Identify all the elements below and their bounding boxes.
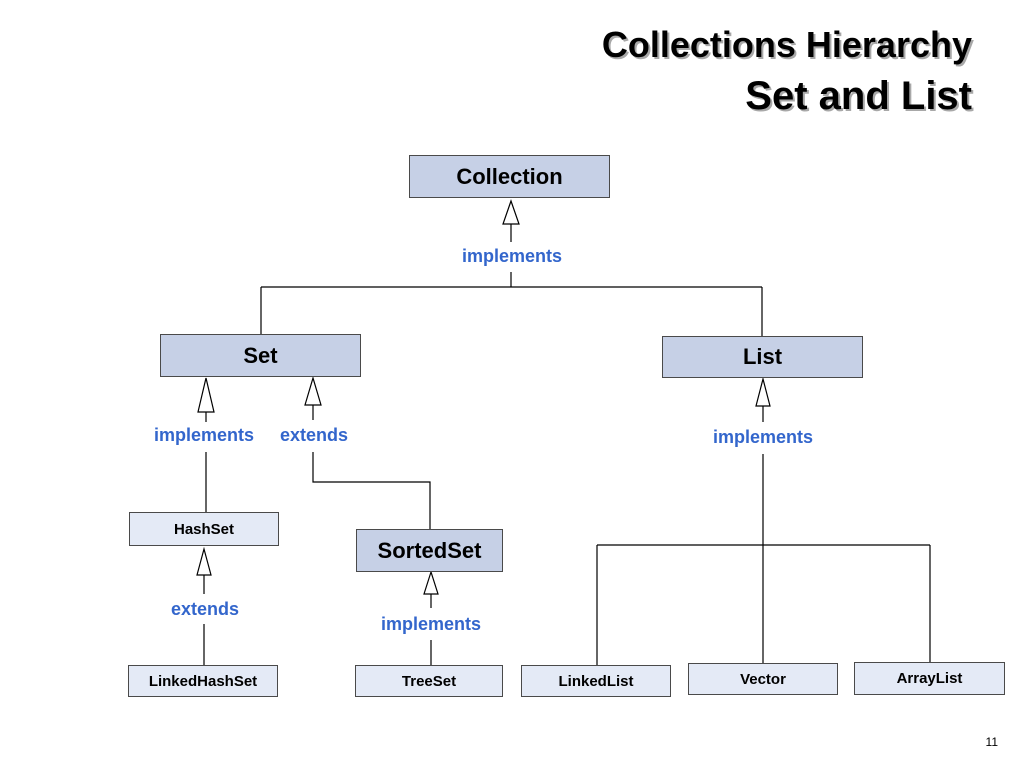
arrowhead-set-extends (304, 375, 322, 406)
node-vector: Vector (688, 663, 838, 695)
node-sortedset: SortedSet (356, 529, 503, 572)
slide-title: Collections Hierarchy (601, 24, 972, 65)
arrowhead-sortedset (423, 570, 439, 595)
label-hashset-extends: extends (170, 599, 240, 619)
node-arraylist-label: ArrayList (896, 670, 963, 687)
label-set-implements: implements (153, 425, 255, 445)
node-arraylist: ArrayList (854, 662, 1005, 695)
node-linkedlist: LinkedList (521, 665, 671, 697)
node-linkedhashset-label: LinkedHashSet (148, 672, 258, 690)
node-sortedset-label: SortedSet (377, 537, 482, 563)
node-set: Set (160, 334, 361, 377)
node-set-label: Set (243, 342, 278, 368)
arrowhead-set-implements (197, 377, 215, 413)
connector-sortedset-lower (312, 452, 431, 529)
page-number: 11 (985, 735, 998, 749)
node-hashset-label: HashSet (173, 520, 235, 538)
label-set-extends: extends (279, 425, 349, 445)
label-collection-implements: implements (461, 246, 563, 266)
node-vector-label: Vector (740, 670, 786, 688)
node-hashset: HashSet (129, 512, 279, 546)
label-sortedset-implements: implements (380, 614, 482, 634)
node-collection-label: Collection (456, 163, 563, 189)
node-treeset-label: TreeSet (401, 672, 457, 690)
node-treeset: TreeSet (355, 665, 503, 697)
arrowhead-collection (502, 199, 520, 225)
arrowhead-list (755, 376, 771, 407)
label-list-implements: implements (712, 427, 814, 447)
node-linkedlist-label: LinkedList (558, 672, 634, 690)
node-list: List (662, 336, 863, 378)
arrowhead-hashset (196, 546, 212, 576)
slide-subtitle: Set and List (745, 74, 972, 118)
node-linkedhashset: LinkedHashSet (128, 665, 278, 697)
node-collection: Collection (409, 155, 610, 198)
node-list-label: List (742, 344, 783, 369)
